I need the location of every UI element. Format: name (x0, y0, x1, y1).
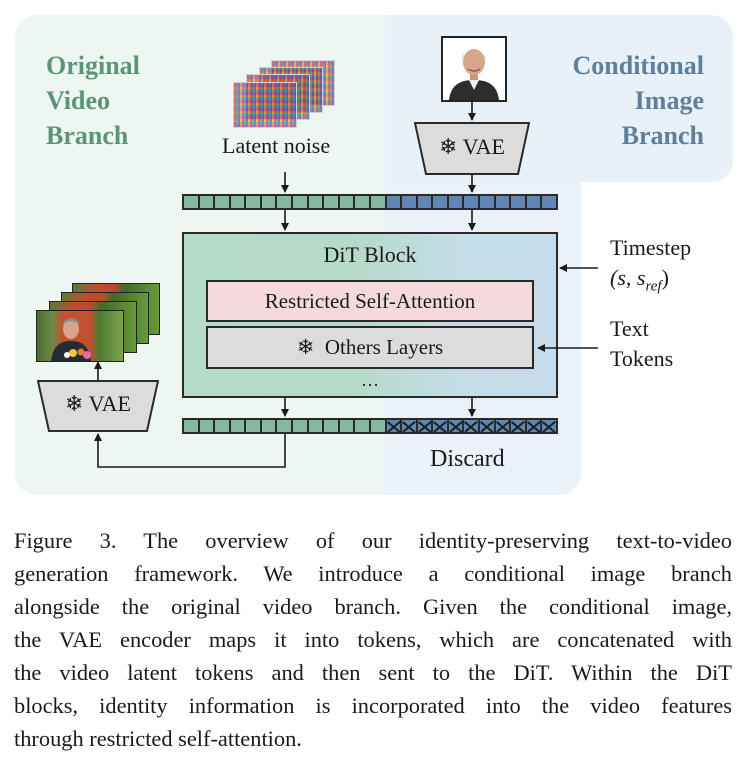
text-tokens-line: Tokens (610, 346, 674, 371)
vae-encoder-text: VAE (462, 134, 505, 159)
image-token (479, 196, 496, 208)
timestep-subscript: ref (645, 278, 662, 295)
caption-line: alongside the original video branch. Giv… (14, 594, 732, 619)
vae-decoder-shape (37, 380, 159, 432)
timestep-title: Timestep (610, 235, 692, 260)
video-token (293, 196, 309, 208)
video-token (308, 420, 325, 432)
snowflake-icon: ❄ (65, 392, 84, 417)
output-token-sequence (182, 418, 558, 434)
video-token (324, 196, 340, 208)
vae-encoder-label: ❄ VAE (414, 134, 530, 160)
video-token (324, 420, 340, 432)
branch-title-line: Branch (46, 121, 129, 150)
image-token (511, 196, 527, 208)
caption-line: generation framework. We introduce a con… (14, 561, 732, 586)
image-token (417, 196, 434, 208)
image-token (542, 196, 556, 208)
branch-title-line: Video (46, 86, 111, 115)
input-token-sequence (182, 194, 558, 210)
video-token (199, 420, 216, 432)
dit-block-title: DiT Block (323, 242, 417, 267)
person-with-flowers-icon (51, 318, 91, 361)
caption-line: the video latent tokens and then sent to… (14, 660, 732, 685)
video-token (246, 420, 262, 432)
restricted-self-attention-layer: Restricted Self-Attention (206, 280, 534, 322)
generated-video-frames (36, 283, 161, 363)
video-token (230, 420, 247, 432)
video-token (215, 420, 231, 432)
vae-encoder-shape (414, 122, 530, 175)
image-token (386, 196, 403, 208)
discarded-image-token (542, 420, 556, 432)
video-token (184, 420, 200, 432)
layer-label: Others Layers (324, 335, 444, 359)
layer-label: Restricted Self-Attention (264, 289, 476, 313)
video-token (277, 196, 294, 208)
vae-decoder: ❄ VAE (37, 380, 159, 432)
image-token (448, 196, 465, 208)
video-token (308, 196, 325, 208)
vae-decoder-text: VAE (88, 391, 131, 416)
reference-face-photo (441, 36, 507, 102)
snowflake-icon: ❄ (439, 135, 458, 160)
more-layers-ellipsis: … (361, 370, 379, 390)
video-token (339, 420, 356, 432)
branch-title-line: Conditional (572, 51, 705, 80)
video-token (261, 420, 278, 432)
branch-title-line: Branch (621, 121, 704, 150)
video-token (355, 196, 371, 208)
caption-line: the VAE encoder maps it into tokens, whi… (14, 627, 732, 652)
others-layers: ❄ Others Layers (206, 326, 534, 369)
caption-line: blocks, identity information is incorpor… (14, 693, 732, 718)
caption-line: Figure 3. The overview of our identity-p… (14, 528, 732, 553)
timestep-symbol: (s, s (610, 265, 646, 290)
conditional-image-branch-title: Conditional Image Branch (573, 48, 705, 153)
video-token (261, 196, 278, 208)
person-portrait-icon (443, 38, 505, 100)
vae-decoder-label: ❄ VAE (37, 391, 159, 417)
video-token (230, 196, 247, 208)
text-tokens-label: Text Tokens (610, 314, 673, 374)
noise-frame (233, 82, 297, 128)
video-token (370, 196, 387, 208)
timestep-label: Timestep (s, sref) (610, 233, 691, 301)
original-video-branch-title: Original Video Branch (46, 48, 140, 153)
text-tokens-line: Text (610, 316, 649, 341)
video-frame-front (36, 310, 124, 362)
figure-caption: Figure 3. The overview of our identity-p… (14, 524, 732, 755)
video-token (199, 196, 216, 208)
caption-line: through restricted self-attention. (14, 726, 302, 751)
flow-arrows (94, 99, 598, 468)
image-token (464, 196, 480, 208)
vae-encoder: ❄ VAE (414, 122, 530, 175)
timestep-close: ) (661, 265, 669, 290)
video-token (246, 196, 262, 208)
snowflake-icon: ❄ (296, 335, 315, 359)
latent-noise-label: Latent noise (222, 133, 331, 158)
discard-label: Discard (430, 446, 505, 472)
video-token (215, 196, 231, 208)
framework-diagram: Original Video Branch Conditional Image … (0, 0, 746, 505)
video-token (339, 196, 356, 208)
video-token (293, 420, 309, 432)
image-token (402, 196, 418, 208)
dit-block: DiT Block Restricted Self-Attention ❄ Ot… (182, 232, 558, 398)
video-token (277, 420, 294, 432)
arrow-tokens-to-decoder (94, 433, 286, 468)
video-token (355, 420, 371, 432)
branch-title-line: Original (46, 51, 140, 80)
image-token (433, 196, 449, 208)
video-token (184, 196, 200, 208)
latent-noise-frames (233, 60, 338, 128)
timestep-symbols: (s, sref) (610, 263, 691, 301)
branch-title-line: Image (634, 86, 704, 115)
image-token (495, 196, 512, 208)
image-token (526, 196, 543, 208)
